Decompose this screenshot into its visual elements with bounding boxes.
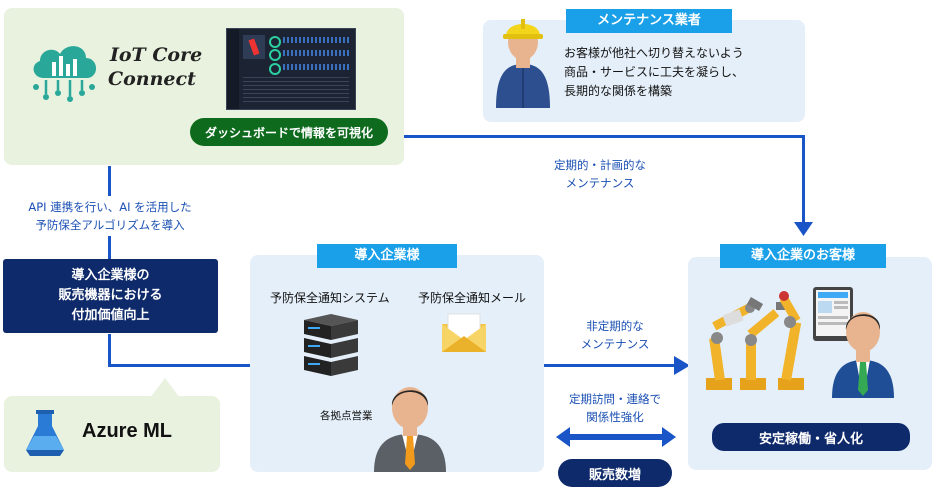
sales-person-icon [374, 387, 446, 472]
value-add-line3: 付加価値向上 [71, 308, 150, 323]
arrow-head-right-customer [674, 356, 690, 375]
value-add-box: 導入企業様の 販売機器における 付加価値向上 [3, 259, 218, 333]
connector-left-horizontal [108, 364, 273, 367]
logo-text-line2: Connect [108, 68, 196, 90]
connector-top-horizontal [400, 135, 805, 138]
customer-result-pill: 安定稼働・省人化 [712, 423, 910, 451]
company-title: 導入企業様 [317, 244, 457, 268]
api-note-text: API 連携を行い、AI を活用した 予防保全アルゴリズムを導入 [10, 198, 210, 234]
regular-maintenance-text: 定期的・計画的な メンテナンス [520, 156, 680, 192]
connector-left-vertical-1 [108, 166, 111, 196]
dashboard-label-text: ダッシュボードで情報を可視化 [204, 125, 373, 140]
regular-maintenance-line1: 定期的・計画的な [554, 158, 646, 172]
maintenance-vendor-desc-3: 長期的な関係を構築 [564, 84, 673, 98]
dashboard-label-pill: ダッシュボードで情報を可視化 [190, 118, 388, 146]
robot-arm-icon [706, 291, 804, 390]
customer-title: 導入企業のお客様 [720, 244, 886, 268]
iot-panel: IoT Core Connect ダッシュボードで情報を可視化 [4, 8, 404, 165]
mail-icon [442, 313, 486, 352]
cloud-chart-icon [33, 46, 97, 102]
customer-person-icon [832, 312, 894, 398]
maintenance-vendor-desc-1: お客様が他社へ切り替えないよう [564, 46, 744, 60]
regular-maintenance-line2: メンテナンス [565, 176, 635, 190]
server-icon [304, 314, 358, 376]
maintenance-vendor-title: メンテナンス業者 [566, 9, 732, 33]
azure-ml-label: Azure ML [82, 420, 172, 442]
maintenance-vendor-desc-2: 商品・サービスに工夫を凝らし、 [564, 65, 745, 79]
arrow-head-down [794, 222, 813, 236]
azure-panel: Azure ML [4, 396, 220, 472]
api-note-line2: 予防保全アルゴリズムを導入 [35, 218, 185, 232]
value-add-line1: 導入企業様の [71, 268, 150, 283]
sales-label: 各拠点営業 [320, 410, 373, 422]
azure-panel-pointer [150, 378, 180, 398]
dashboard-thumbnail [226, 28, 356, 110]
customer-result-text: 安定稼働・省人化 [758, 431, 863, 447]
value-add-line2: 販売機器における [58, 288, 163, 303]
visit-note-text: 定期訪問・連絡で 関係性強化 [555, 390, 675, 426]
connector-left-vertical-2 [108, 236, 111, 260]
sales-increase-pill: 販売数増 [558, 459, 672, 487]
connector-left-vertical-3 [108, 334, 111, 366]
maintenance-worker-icon [496, 19, 550, 108]
double-arrow [556, 427, 676, 447]
azure-ml-icon [26, 410, 64, 456]
monitor-icon [813, 287, 853, 341]
irregular-maintenance-line2: メンテナンス [580, 337, 650, 351]
connector-top-vertical [802, 135, 805, 227]
irregular-maintenance-line1: 非定期的な [586, 319, 644, 333]
irregular-maintenance-text: 非定期的な メンテナンス [555, 317, 675, 353]
mail-label: 予防保全通知メール [418, 291, 527, 305]
visit-note-line2: 関係性強化 [586, 410, 644, 424]
api-note-line1: API 連携を行い、AI を活用した [28, 200, 192, 214]
system-label: 予防保全通知システム [270, 291, 390, 305]
logo-text-line1: IoT Core [110, 44, 203, 66]
sales-increase-text: 販売数増 [588, 467, 641, 483]
visit-note-line1: 定期訪問・連絡で [569, 392, 661, 406]
